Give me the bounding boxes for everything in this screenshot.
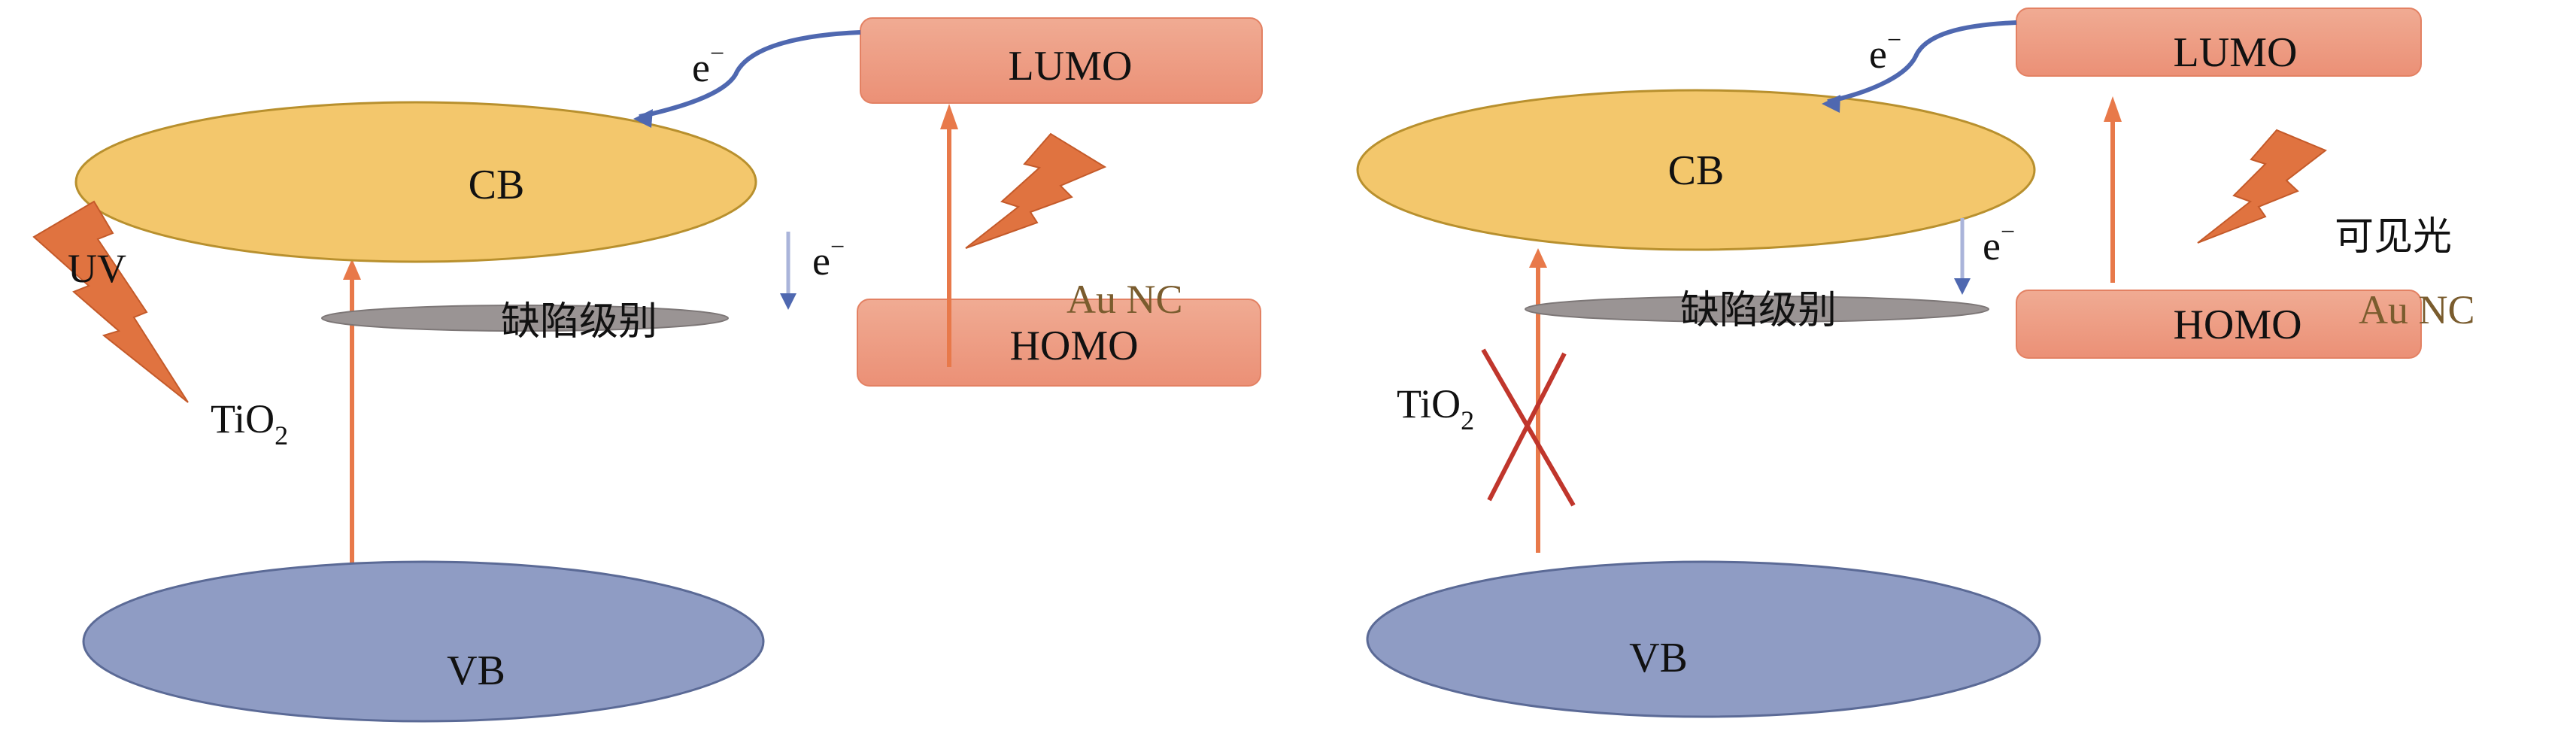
lumo-label: LUMO	[2174, 29, 2298, 76]
au-excitation-arrow	[2104, 96, 2122, 283]
tio2-label: TiO2	[211, 396, 288, 450]
panel-visible: CB 缺陷级别 e− VB TiO2 LUMO HOMO	[1356, 8, 2475, 718]
lumo-label: LUMO	[1009, 43, 1133, 89]
tio2-excitation-arrow	[343, 259, 361, 566]
uv-lightning-icon	[32, 200, 189, 403]
lumo-box	[860, 17, 1263, 104]
vb-label: VB	[1629, 635, 1688, 681]
blocked-cross-icon	[1481, 348, 1576, 507]
cb-label: CB	[1668, 147, 1725, 194]
defect-level	[1525, 296, 1989, 323]
homo-box	[857, 299, 1261, 387]
homo-label: HOMO	[1009, 323, 1138, 369]
panel-uv: CB 缺陷级别 e− VB UV TiO2 LUMO HOMO	[32, 17, 1263, 723]
conduction-band	[1356, 89, 2036, 251]
lumo-to-cb-arrow	[1827, 20, 2017, 104]
homo-box	[2016, 290, 2422, 359]
cb-to-defect-arrow	[1954, 218, 1971, 295]
valence-band	[82, 560, 765, 723]
homo-label: HOMO	[2173, 302, 2301, 348]
electron-label-side: e−	[1983, 218, 2015, 268]
light-label-uv: UV	[68, 246, 126, 291]
au-lightning-icon	[965, 132, 1107, 249]
light-label-visible: 可见光	[2335, 214, 2452, 259]
defect-level	[321, 305, 729, 332]
au-excitation-arrow	[940, 104, 958, 367]
conduction-band	[74, 101, 757, 263]
cb-label: CB	[469, 162, 525, 208]
electron-label-top: e−	[692, 40, 724, 90]
electron-label-top: e−	[1869, 26, 1901, 77]
defect-level-label: 缺陷级别	[1680, 288, 1837, 333]
valence-band	[1366, 560, 2041, 718]
lumo-to-cb-arrow	[639, 30, 861, 119]
au-nc-label: Au NC	[1067, 277, 1183, 322]
electron-label-side: e−	[812, 233, 845, 284]
visible-lightning-icon	[2197, 129, 2327, 244]
tio2-label: TiO2	[1397, 381, 1474, 435]
lumo-box	[2016, 8, 2422, 77]
au-nc-label: Au NC	[2359, 287, 2475, 332]
cb-to-defect-arrow	[780, 232, 796, 310]
lumo-to-cb-arrowhead	[1822, 95, 1840, 113]
vb-label: VB	[447, 648, 505, 694]
defect-level-label: 缺陷级别	[501, 299, 657, 344]
lumo-to-cb-arrowhead	[633, 109, 653, 128]
